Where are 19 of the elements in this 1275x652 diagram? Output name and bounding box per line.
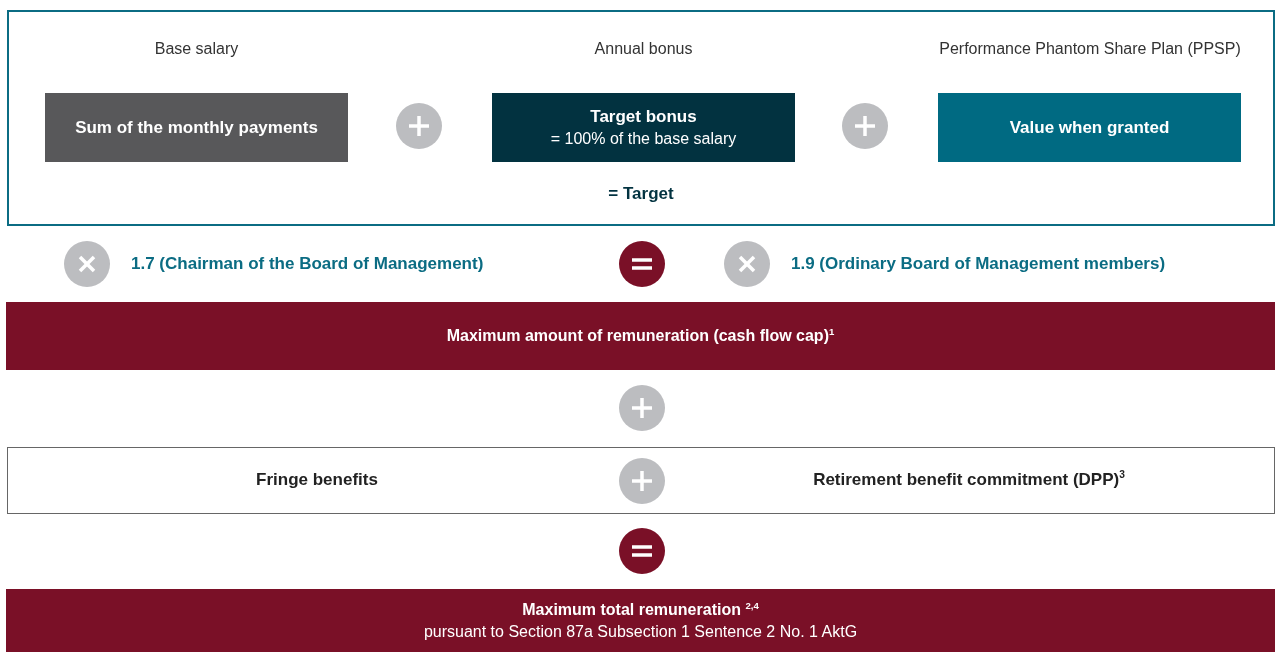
factor-text: 1.7 (Chairman of the Board of Management) (131, 253, 484, 275)
box-title: Value when granted (1009, 116, 1170, 139)
result-bar (6, 302, 1275, 370)
bar-subtitle: pursuant to Section 87a Subsection 1 Sentence 2 No. 1 AktG (423, 621, 858, 642)
result-text: = Target (607, 184, 675, 204)
result-bar (6, 589, 1275, 652)
component-text: Fringe benefits (255, 470, 379, 490)
bar-title: Maximum amount of remuneration (cash flow cap)$^{1}$ (446, 325, 835, 346)
frame-box (7, 10, 1275, 226)
frame-box (7, 447, 1275, 514)
column-heading: Performance Phantom Share Plan (PPSP) (938, 40, 1242, 58)
column-heading: Annual bonus (593, 40, 694, 58)
box-title: Sum of the monthly payments (75, 116, 318, 139)
box-subtitle: = 100% of the base salary (550, 128, 737, 149)
factor-text: 1.9 (Ordinary Board of Management members) (791, 253, 1166, 275)
box-title: Target bonus (590, 105, 697, 128)
column-heading: Base salary (153, 40, 240, 58)
component-text: Retirement benefit commitment (DPP)$^{3}$ (812, 470, 1126, 490)
bar-title: Maximum total remuneration $^{2,4}$ (522, 598, 759, 620)
